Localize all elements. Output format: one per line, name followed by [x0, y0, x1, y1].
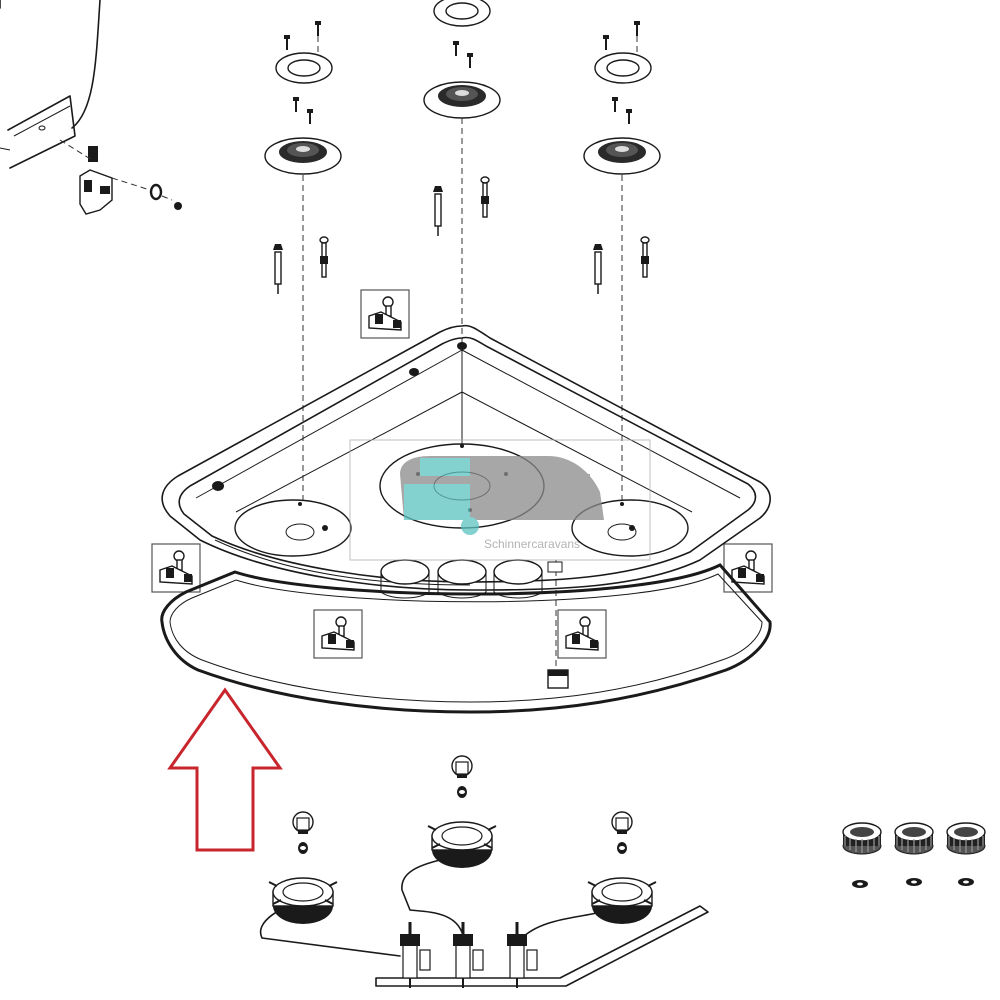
up-arrow-icon [167, 687, 283, 852]
fixing-clip [547, 669, 569, 689]
igniter-bracket [59, 139, 182, 215]
trim-rings [275, 0, 652, 84]
watermark-text: Schinnercaravans [484, 537, 580, 551]
burner-bowls [268, 821, 657, 925]
caravan-logo-icon: Schinnercaravans [349, 439, 651, 561]
gas-pipes [259, 859, 709, 987]
top-screws [283, 20, 641, 125]
control-knobs [842, 822, 986, 855]
hob-gasket [160, 563, 772, 714]
knob-washers [852, 878, 974, 888]
cabinet-panel [0, 0, 101, 169]
